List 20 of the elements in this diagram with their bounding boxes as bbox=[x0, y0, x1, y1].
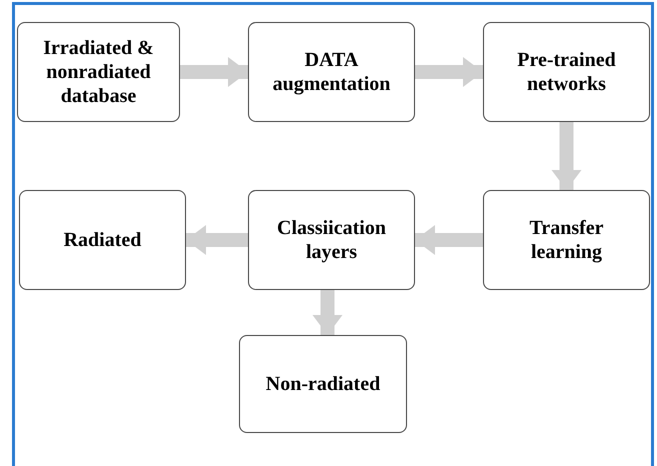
box-label: Non-radiated bbox=[266, 372, 380, 396]
box-label: Radiated bbox=[64, 228, 142, 252]
process-box bbox=[248, 190, 415, 290]
box-label: Transfer learning bbox=[528, 216, 605, 264]
block-arrow bbox=[312, 290, 342, 335]
block-arrow bbox=[180, 57, 248, 87]
process-box bbox=[19, 190, 186, 290]
box-label: Classiication layers bbox=[276, 216, 387, 264]
block-arrow bbox=[415, 57, 483, 87]
box-label: DATA augmentation bbox=[272, 48, 392, 96]
process-box bbox=[239, 335, 407, 433]
block-arrow bbox=[186, 225, 248, 255]
box-label: Pre-trained networks bbox=[516, 48, 617, 96]
process-box bbox=[483, 190, 650, 290]
block-arrow bbox=[552, 122, 582, 190]
process-box bbox=[17, 22, 180, 122]
block-arrow bbox=[415, 225, 483, 255]
process-box bbox=[483, 22, 650, 122]
box-label: Irradiated & nonradiated database bbox=[42, 36, 155, 108]
process-box bbox=[248, 22, 415, 122]
